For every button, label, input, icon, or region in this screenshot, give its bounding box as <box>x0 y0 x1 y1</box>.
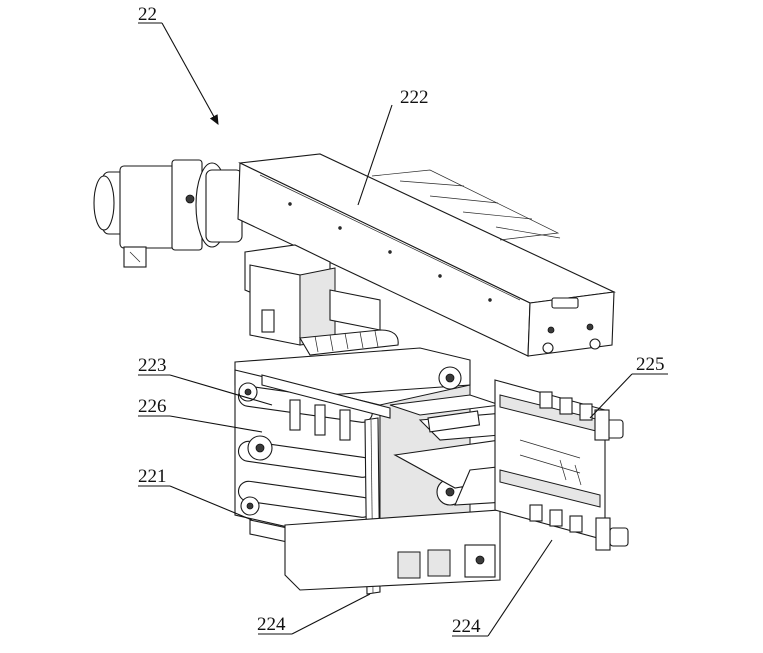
pointer-arrow-icon <box>161 22 219 125</box>
label-22: 22 <box>138 4 157 25</box>
label-225-group: 225 <box>589 354 668 419</box>
label-224-right-leader <box>487 539 553 637</box>
label-223: 223 <box>138 355 167 376</box>
beam-top-rails <box>371 169 561 241</box>
label-221-leader <box>169 485 253 521</box>
label-224-right-group: 224 <box>452 539 553 637</box>
label-224-left: 224 <box>257 614 286 635</box>
servo-motor-icon <box>93 159 243 268</box>
label-223-group: 223 <box>138 355 273 406</box>
label-222: 222 <box>400 87 429 108</box>
label-224-left-group: 224 <box>257 593 371 635</box>
label-223-leader <box>169 374 273 406</box>
label-224-right: 224 <box>452 616 481 637</box>
suction-cups-lower <box>529 504 629 551</box>
cable-chain <box>299 329 399 356</box>
label-222-group: 222 <box>357 87 429 206</box>
label-22-group: 22 <box>138 4 219 125</box>
base-housing <box>284 509 501 591</box>
label-221: 221 <box>138 466 167 487</box>
mounting-bracket <box>244 244 399 356</box>
label-221-group: 221 <box>138 466 253 521</box>
label-226-leader <box>169 415 263 433</box>
linear-beam <box>237 153 616 357</box>
suction-cups-upper <box>539 391 624 441</box>
label-226: 226 <box>138 396 167 417</box>
beam-screw-holes <box>288 202 492 302</box>
label-222-leader <box>357 104 393 206</box>
gripper-head <box>494 379 629 551</box>
label-225: 225 <box>636 354 665 375</box>
label-224-left-leader <box>291 593 371 635</box>
label-226-group: 226 <box>138 396 263 433</box>
label-225-leader <box>589 373 633 419</box>
gripper-slots <box>519 439 582 486</box>
